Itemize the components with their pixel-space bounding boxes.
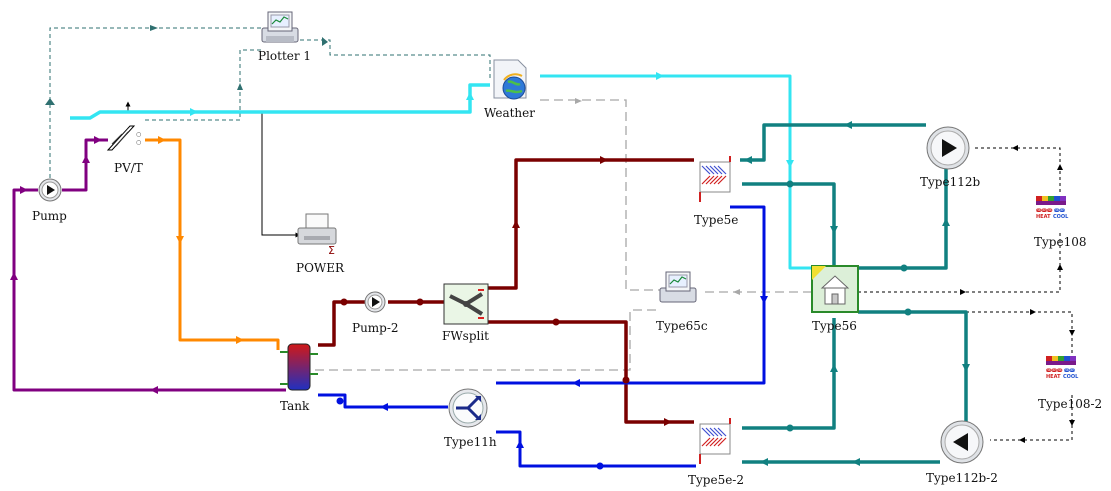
pipe-type5e-return xyxy=(496,205,766,385)
pipe-type56-to-type112b2 xyxy=(858,310,968,422)
component-type65c[interactable]: Type65c xyxy=(656,271,708,333)
signal-type56-to-type108 xyxy=(858,230,1061,293)
svg-text:ↈↈ: ↈↈ xyxy=(1054,208,1065,214)
pump-icon xyxy=(364,291,386,313)
type1082-heat-label: HEAT xyxy=(1046,374,1061,380)
weather-icon xyxy=(493,59,527,100)
heat-exchanger-icon xyxy=(699,156,731,202)
tank-label: Tank xyxy=(280,399,310,413)
component-type56[interactable]: Type56 xyxy=(811,265,859,333)
component-type5e[interactable]: Type5e xyxy=(694,156,738,227)
type5e-label: Type5e xyxy=(694,213,738,227)
signal-pvt-to-plotter xyxy=(145,49,262,121)
fan-coil-pump-icon xyxy=(926,126,970,170)
svg-text:ↈↈↈ: ↈↈↈ xyxy=(1036,208,1053,214)
fan-coil-pump-icon xyxy=(940,420,984,464)
mixer-icon xyxy=(448,388,488,428)
component-pump2[interactable]: Pump-2 xyxy=(352,291,399,335)
type65c-label: Type65c xyxy=(656,319,708,333)
svg-text:○: ○ xyxy=(136,139,141,146)
heat-exchanger-icon xyxy=(699,418,731,464)
svg-text:Σ: Σ xyxy=(328,244,335,257)
signal-type1082-to-type112b2 xyxy=(990,395,1073,441)
type5e2-label: Type5e-2 xyxy=(688,473,744,487)
fwsplit-label: FWsplit xyxy=(442,329,489,343)
signal-tank-to-type65c xyxy=(315,309,660,371)
type56-label: Type56 xyxy=(812,319,857,333)
component-type108[interactable]: ↈↈↈ ↈↈ HEAT COOL Type108 xyxy=(1034,196,1086,249)
plotter1-label: Plotter 1 xyxy=(258,49,311,63)
weather-label: Weather xyxy=(484,106,535,120)
pump-icon xyxy=(38,178,62,202)
component-pump[interactable]: Pump xyxy=(32,178,67,223)
pipe-weather-bus xyxy=(70,83,490,120)
type1082-label: Type108-2 xyxy=(1038,397,1102,411)
signal-lines xyxy=(45,25,1075,443)
pipe-type112b-to-type5e xyxy=(740,123,926,162)
flow-markers xyxy=(10,72,970,470)
signal-weather-to-type65c xyxy=(540,99,660,291)
pvt-label: PV/T xyxy=(114,161,143,175)
component-type11h[interactable]: Type11h xyxy=(444,388,497,449)
component-plotter1[interactable]: Plotter 1 xyxy=(258,11,311,63)
type108-heat-label: HEAT xyxy=(1036,214,1051,220)
type1082-cool-label: COOL xyxy=(1063,374,1079,380)
pipe-weather-to-type56 xyxy=(540,74,812,270)
plotter-icon xyxy=(261,11,299,43)
pipe-fwsplit-to-type5e2 xyxy=(488,320,694,424)
svg-text:ↈↈↈ: ↈↈↈ xyxy=(1046,368,1063,374)
signal-plotter-to-weather xyxy=(300,39,491,80)
pipe-type11h-to-tank xyxy=(318,393,448,409)
pipe-tank-to-pump2 xyxy=(318,300,365,347)
pipe-type5e2-to-type56 xyxy=(742,318,836,430)
thermostat-icon: ↈↈↈ ↈↈ HEAT COOL xyxy=(1036,196,1069,220)
power-label: POWER xyxy=(296,261,345,275)
signal-pump-to-plotter xyxy=(49,27,262,185)
pipe-type56-to-type112b xyxy=(858,168,948,270)
component-fwsplit[interactable]: FWsplit xyxy=(442,283,489,343)
thermostat-icon: ↈↈↈ ↈↈ HEAT COOL xyxy=(1046,356,1079,380)
component-pvt[interactable]: ○ ○ PV/T xyxy=(106,125,143,175)
building-icon xyxy=(811,265,859,313)
component-type1082[interactable]: ↈↈↈ ↈↈ HEAT COOL Type108-2 xyxy=(1038,356,1102,411)
pipe-pump-to-pvt xyxy=(62,138,108,192)
signal-type112b-to-type108 xyxy=(975,147,1061,195)
pump-label: Pump xyxy=(32,209,67,223)
component-weather[interactable]: Weather xyxy=(484,59,535,120)
type112b2-label: Type112b-2 xyxy=(926,471,998,485)
svg-text:○: ○ xyxy=(136,131,141,138)
pipe-fwsplit-to-type5e xyxy=(488,158,694,290)
storage-tank-icon xyxy=(280,343,318,391)
component-type5e2[interactable]: Type5e-2 xyxy=(688,418,744,487)
pump2-label: Pump-2 xyxy=(352,321,399,335)
pipe-pvt-to-tank xyxy=(145,138,280,350)
type108-label: Type108 xyxy=(1034,235,1086,249)
type108-cool-label: COOL xyxy=(1053,214,1069,220)
pipe-type5e-to-type56 xyxy=(742,182,836,266)
signal-to-power xyxy=(261,112,301,238)
component-type112b2[interactable]: Type112b-2 xyxy=(926,420,998,485)
pipe-type5e2-return xyxy=(496,430,696,468)
type11h-label: Type11h xyxy=(444,435,497,449)
plotter-icon xyxy=(659,271,697,303)
component-type112b[interactable]: Type112b xyxy=(920,126,980,189)
svg-text:ↈↈ: ↈↈ xyxy=(1064,368,1075,374)
component-tank[interactable]: Tank xyxy=(280,343,318,413)
printer-icon: Σ xyxy=(297,213,337,257)
pvt-collector-icon: ○ ○ xyxy=(106,125,141,151)
type112b-label: Type112b xyxy=(920,175,980,189)
component-power[interactable]: Σ POWER xyxy=(296,213,345,275)
signal-type56-to-type1082 xyxy=(858,311,1073,355)
diverter-icon xyxy=(443,283,489,325)
